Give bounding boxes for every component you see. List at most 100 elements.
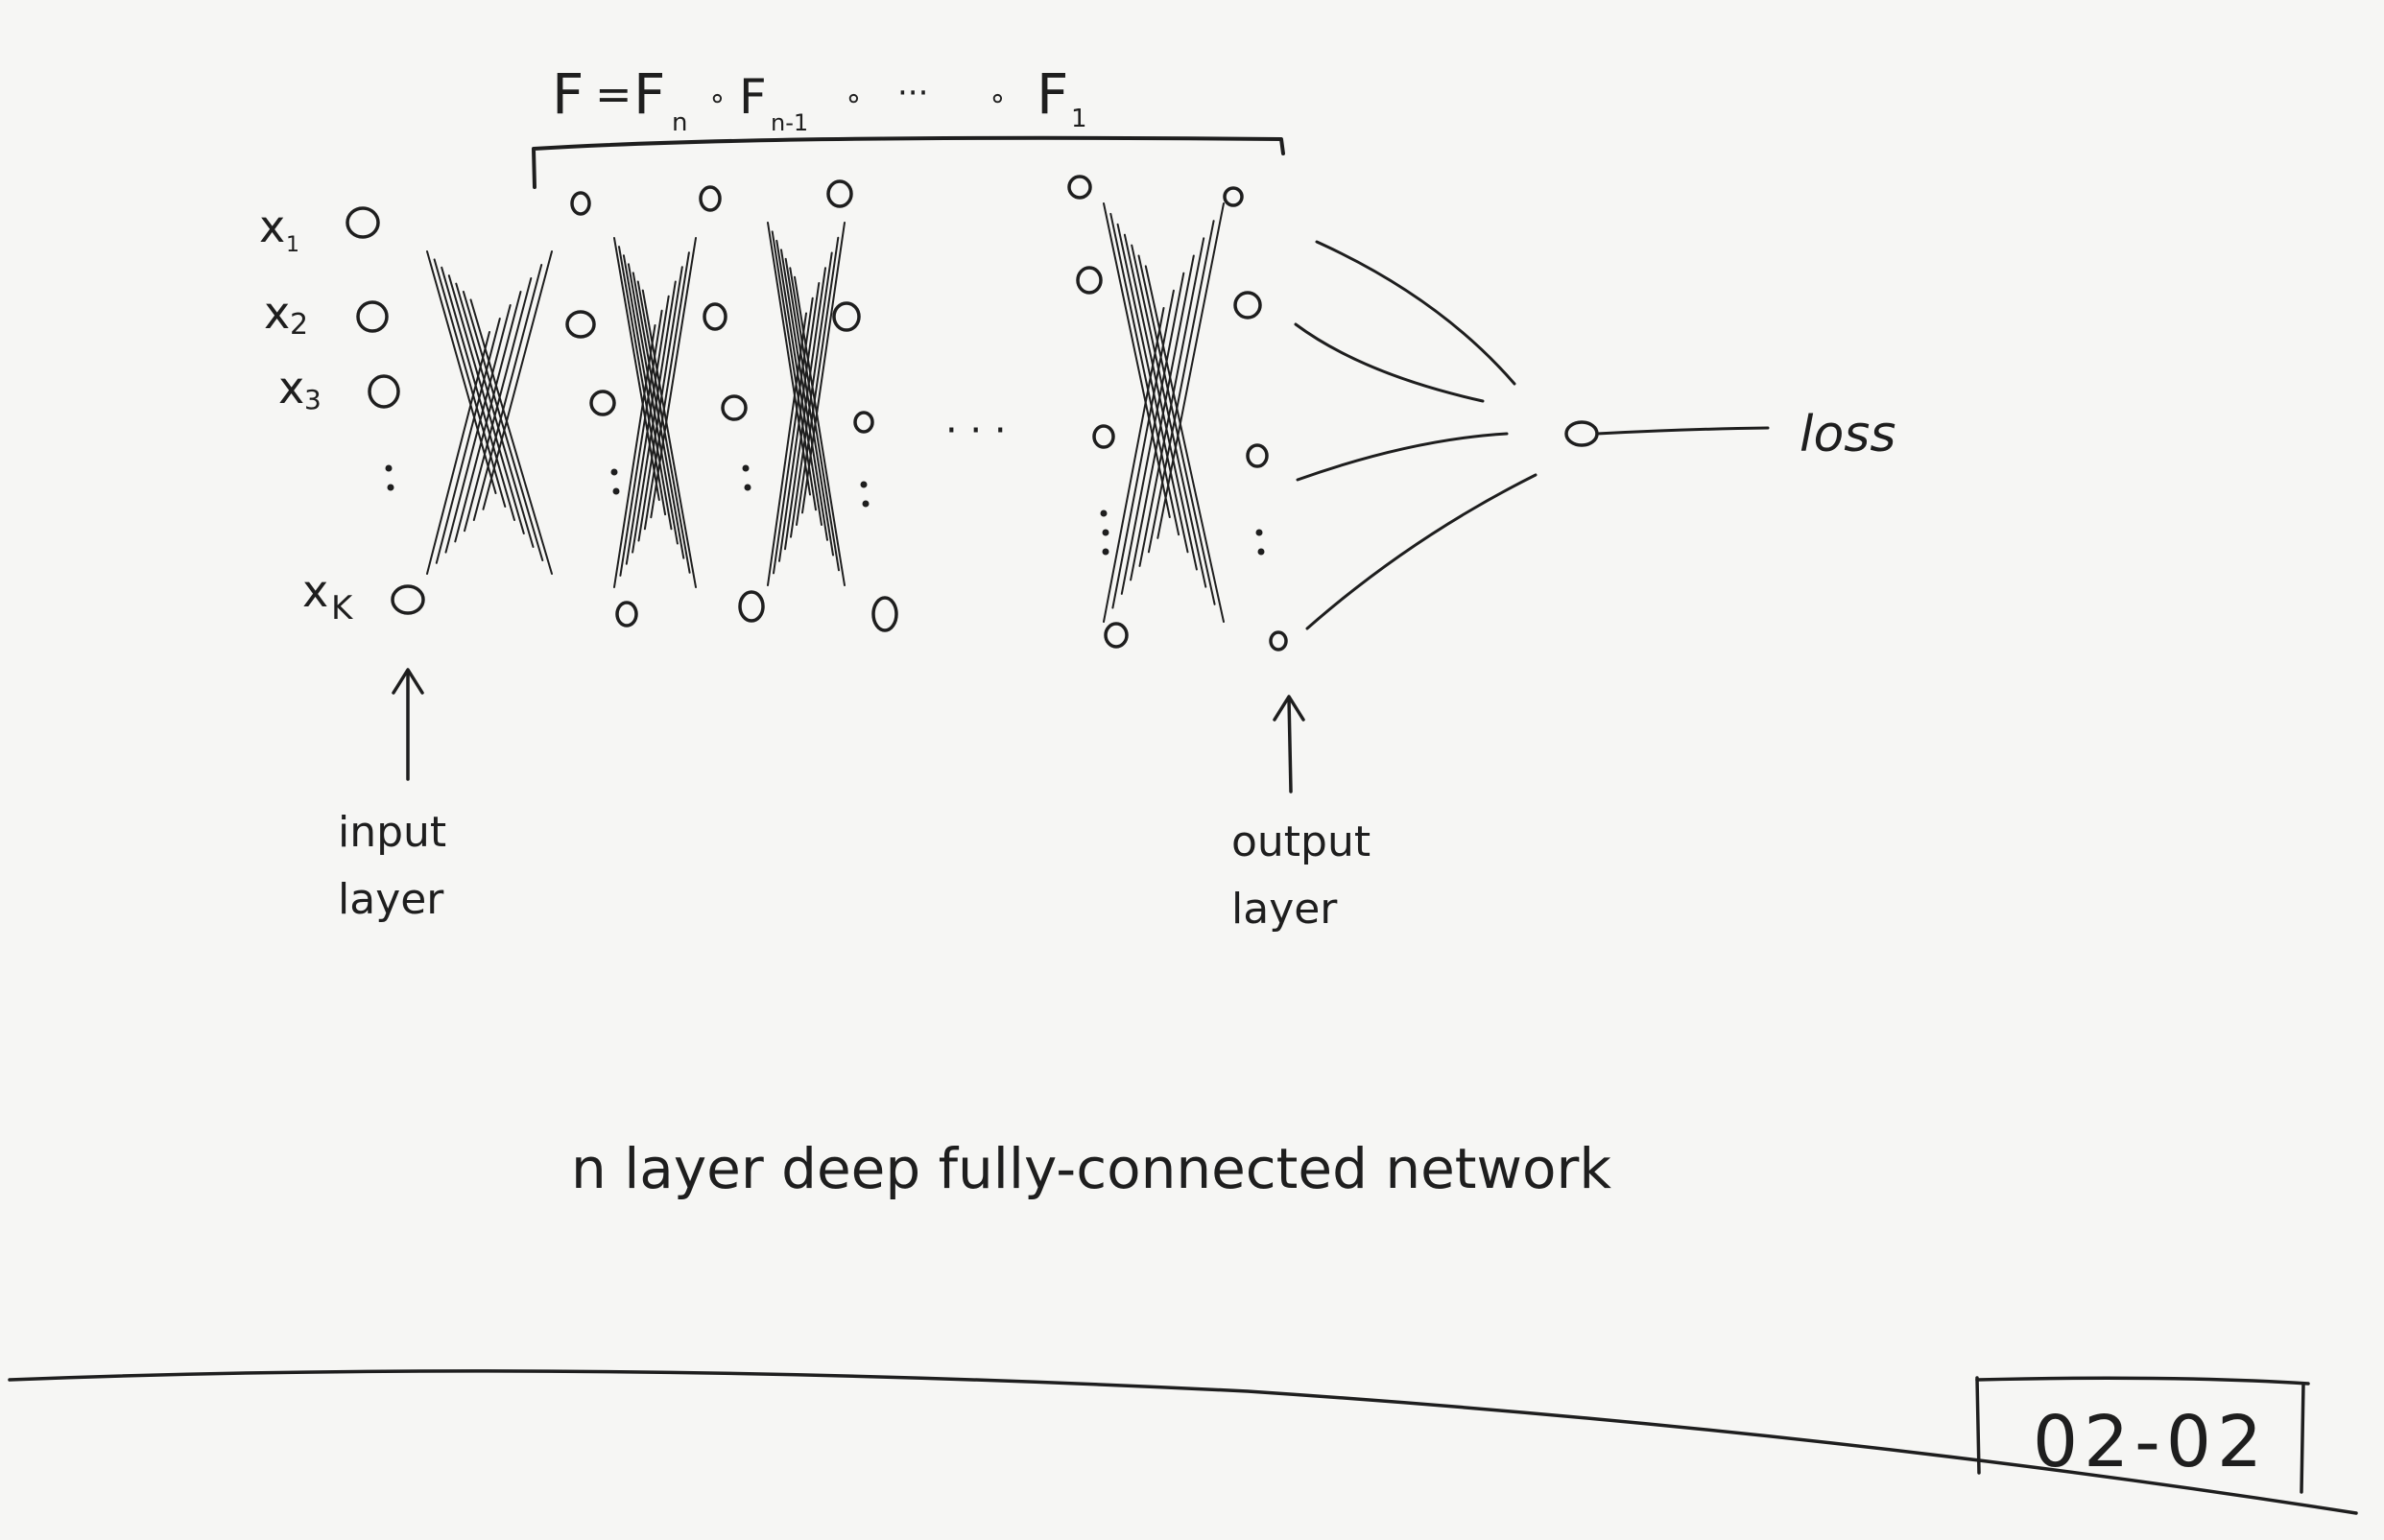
connection-h2-to-h3-down-2 [771, 230, 817, 511]
node-hidden-1-2 [565, 310, 596, 339]
connection-h4-to-out-down-2 [1109, 212, 1180, 536]
connection-input-to-h1-up-2 [435, 318, 501, 564]
input-label-x3: x [278, 362, 304, 414]
connection-h2-to-h3-down-6 [789, 267, 840, 572]
loss-connector [1595, 426, 1770, 436]
page-number-box: 02-02 [1975, 1376, 2310, 1494]
connection-h2-to-h3-up-7 [801, 222, 846, 514]
connection-h4-to-out-up-1 [1103, 307, 1165, 623]
input-label-x1: x [259, 201, 285, 252]
connection-h4-to-out-up-2 [1111, 289, 1175, 609]
connection-h1-to-h2-down-2 [618, 246, 667, 516]
loss-node [1564, 420, 1599, 447]
formula-f-n-1-sub: n-1 [771, 109, 808, 136]
formula-f-1-sub: 1 [1071, 105, 1087, 133]
input-label-xk: x [302, 565, 328, 617]
node-hidden-3-2 [832, 301, 861, 332]
connection-input-to-h1-up-4 [454, 291, 522, 543]
formula-f-n: F [633, 61, 665, 127]
connection-h2-to-h3-up-4 [784, 267, 826, 551]
node-hidden-1-3 [589, 390, 616, 416]
node-hidden-3-4 [871, 596, 898, 632]
diagram-caption: n layer deep fully-connected network [571, 1136, 1611, 1201]
node-hidden-1-1 [570, 191, 591, 216]
connection-h4-to-out-up-6 [1147, 220, 1215, 554]
node-hidden-4-4 [1104, 622, 1129, 649]
node-hidden-3-3 [853, 411, 874, 434]
output-arrow-head [1273, 695, 1305, 722]
loss-curve-3 [1296, 432, 1509, 482]
connection-input-to-h1-up-5 [464, 277, 533, 533]
network-connections [426, 202, 1225, 623]
connection-h1-to-h2-up-3 [625, 295, 670, 565]
composition-formula: F = F n ∘ F n-1 ∘ ··· ∘ F 1 [552, 61, 1087, 137]
connection-h4-to-out-down-6 [1137, 254, 1216, 605]
connection-h2-to-h3-down-7 [794, 275, 846, 586]
output-to-loss-curves [1294, 240, 1538, 630]
formula-f-n-1: F [739, 69, 767, 125]
network-nodes [346, 175, 1288, 652]
connection-input-to-h1-up-6 [472, 264, 543, 521]
node-output-2 [1233, 291, 1262, 320]
connection-h2-to-h3-down-4 [780, 249, 828, 541]
input-label-x3-sub: 3 [304, 384, 322, 415]
connection-h4-to-out-up-7 [1156, 202, 1225, 539]
node-hidden-4-2 [1076, 266, 1103, 295]
connection-h1-to-h2-down-7 [641, 289, 697, 588]
input-arrow-head [392, 668, 424, 695]
connection-input-to-h1-down-6 [462, 291, 544, 561]
connection-h4-to-out-up-3 [1120, 272, 1185, 595]
node-input-1 [346, 206, 380, 239]
connection-h1-to-h2-up-4 [632, 280, 677, 554]
node-input-3 [368, 374, 400, 409]
loss-label: loss [1800, 406, 1895, 463]
connection-h1-to-h2-down-6 [636, 280, 691, 574]
formula-compose-1: ∘ [708, 82, 727, 115]
node-output-1 [1223, 186, 1244, 207]
connection-input-to-h1-down-3 [441, 266, 515, 521]
input-layer-label-2: layer [338, 875, 444, 924]
connection-h1-to-h2-up-7 [650, 237, 697, 519]
node-output-4 [1269, 630, 1288, 652]
input-label-x2: x [264, 287, 290, 339]
connection-input-to-h1-down-7 [469, 298, 553, 575]
page-box-left [1975, 1376, 1981, 1475]
connection-h1-to-h2-up-6 [643, 251, 690, 531]
input-label-x1-sub: 1 [286, 233, 299, 257]
node-hidden-2-4 [738, 590, 765, 623]
connection-h4-to-out-down-3 [1116, 223, 1189, 554]
formula-ellipsis: ··· [897, 74, 928, 112]
input-label-xk-sub: K [331, 589, 354, 628]
output-layer-label-2: layer [1231, 885, 1338, 934]
connection-h2-to-h3-down-3 [775, 239, 822, 526]
loss-curve-2 [1294, 322, 1485, 403]
formula-f-1: F [1037, 61, 1068, 127]
connection-h2-to-h3-up-3 [778, 282, 821, 562]
page-number: 02-02 [2033, 1401, 2268, 1483]
node-hidden-1-4 [615, 601, 638, 628]
formula-lhs: F [552, 61, 584, 127]
input-layer-annotation: input layer [338, 668, 446, 924]
connection-h1-to-h2-down-4 [627, 263, 679, 545]
formula-f-n-sub: n [672, 108, 687, 137]
formula-compose-3: ∘ [989, 82, 1007, 115]
loss-curve-4 [1305, 473, 1538, 630]
output-arrow-shaft [1287, 697, 1293, 794]
connection-input-to-h1-up-7 [482, 250, 553, 510]
input-layer-label-1: input [338, 808, 446, 857]
input-labels: x 1 x 2 x 3 x K [259, 201, 354, 628]
page-box-top [1975, 1376, 2310, 1386]
formula-compose-2: ∘ [845, 82, 863, 115]
connection-input-to-h1-down-2 [433, 258, 507, 508]
page-box-right [2300, 1382, 2305, 1494]
layer-ellipsis: · · · [945, 409, 1007, 453]
loss-curve-1 [1315, 240, 1516, 386]
connection-h4-to-out-down-4 [1123, 233, 1198, 571]
page-divider-line [8, 1369, 2358, 1515]
connection-h1-to-h2-up-1 [613, 324, 656, 588]
layers-bracket [532, 135, 1285, 189]
formula-equals: = [595, 68, 632, 120]
connection-input-to-h1-down-4 [447, 274, 525, 534]
